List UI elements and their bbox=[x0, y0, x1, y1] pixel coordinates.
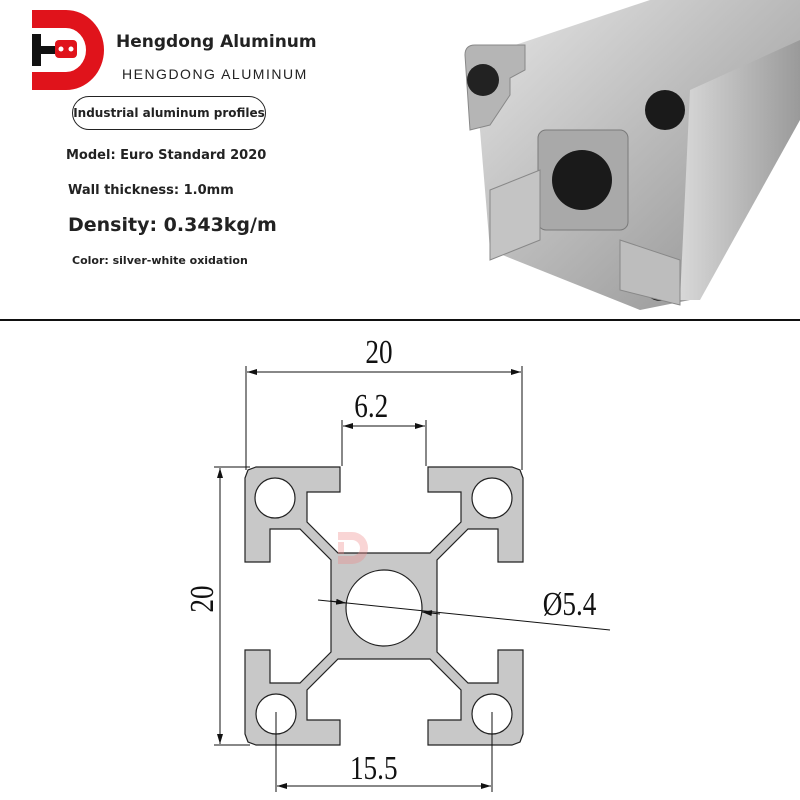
product-photo bbox=[464, 0, 800, 310]
spec-color: Color: silver-white oxidation bbox=[72, 254, 248, 267]
watermark bbox=[338, 532, 368, 564]
profile-outline bbox=[244, 466, 524, 746]
bore-arrow bbox=[329, 598, 347, 605]
brand-name: Hengdong Aluminum bbox=[116, 32, 317, 52]
brand-name-caps: HENGDONG ALUMINUM bbox=[122, 66, 308, 82]
spec-density: Density: 0.343kg/m bbox=[68, 214, 277, 236]
spec-model: Model: Euro Standard 2020 bbox=[66, 148, 267, 163]
dimension-width-label: 20 bbox=[365, 334, 393, 371]
bore-arrow bbox=[421, 610, 441, 617]
profile-section bbox=[244, 466, 524, 746]
dimension-bottom-label: 15.5 bbox=[349, 750, 398, 787]
spec-wall-thickness: Wall thickness: 1.0mm bbox=[68, 183, 234, 198]
tagline-badge: Industrial aluminum profiles bbox=[72, 96, 266, 130]
profile-drawing bbox=[214, 366, 611, 792]
dimension-slot-label: 6.2 bbox=[354, 388, 389, 425]
bore-leader-line bbox=[317, 599, 611, 631]
dimension-bore-label: Ø5.4 bbox=[542, 586, 597, 623]
dimension-height-label: 20 bbox=[184, 585, 221, 613]
brand-logo bbox=[32, 10, 104, 90]
section-divider bbox=[0, 319, 800, 321]
